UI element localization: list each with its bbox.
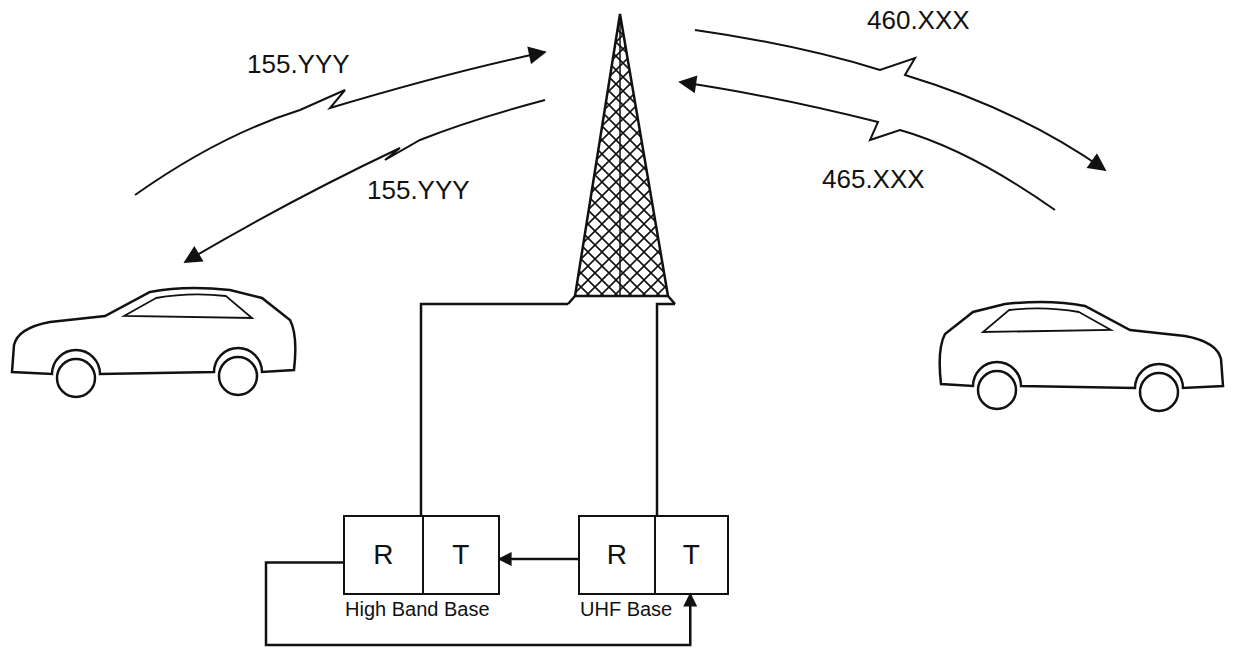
radio-section: T [422,517,499,593]
frequency-label: 460.XXX [865,6,972,36]
radio-section: R [345,517,422,593]
section-letter: T [452,541,469,569]
radio-section: T [654,517,728,593]
radio-link [680,82,1055,210]
feed-line [421,304,568,515]
station-name: UHF Base [580,598,672,621]
mobile-car [12,288,295,397]
station-name: High Band Base [345,598,490,621]
radio-link [695,30,1105,170]
section-letter: R [373,541,393,569]
frequency-label: 155.YYY [365,176,472,206]
base-station-box: High Band BaseRT [343,515,500,595]
section-letter: T [683,541,700,569]
frequency-label: 155.YYY [245,50,352,80]
base-station-box: UHF BaseRT [578,515,729,595]
feed-line [657,304,675,515]
audio-link [499,558,580,561]
frequency-label: 465.XXX [820,165,927,195]
section-letter: R [607,541,627,569]
mobile-car [940,302,1223,411]
radio-section: R [580,517,654,593]
antenna-tower [568,14,675,304]
audio-link [266,563,690,645]
radio-link [185,100,545,262]
